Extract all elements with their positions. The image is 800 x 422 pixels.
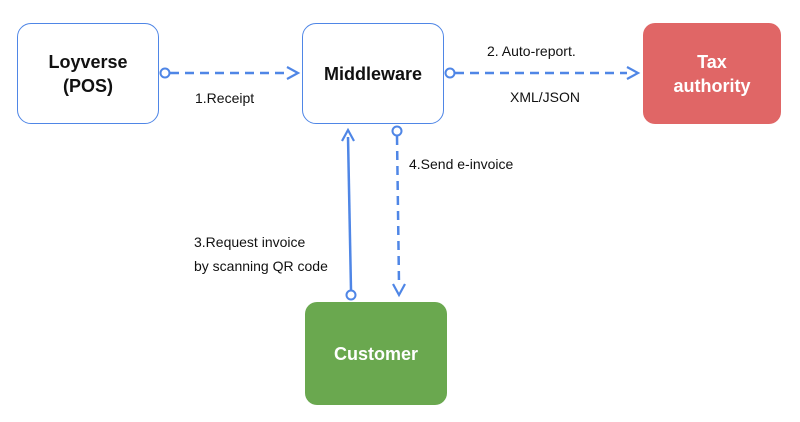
label-request-invoice-line2: by scanning QR code [194, 258, 328, 274]
label-auto-report-format: XML/JSON [510, 89, 581, 105]
node-loyverse-pos: Loyverse (POS) [17, 23, 159, 124]
edge-auto-report [444, 66, 641, 80]
edge-send-einvoice [391, 125, 406, 298]
edge-request-invoice [341, 127, 357, 301]
label-receipt: 1.Receipt [195, 90, 255, 106]
node-tax-authority: Tax authority [643, 23, 781, 124]
edge-receipt [159, 66, 301, 80]
label-send-einvoice: 4.Send e-invoice [409, 156, 514, 172]
label-request-invoice-line1: 3.Request invoice [194, 234, 306, 250]
node-customer: Customer [305, 302, 447, 405]
label-auto-report: 2. Auto-report. [487, 43, 576, 59]
node-middleware: Middleware [302, 23, 444, 124]
